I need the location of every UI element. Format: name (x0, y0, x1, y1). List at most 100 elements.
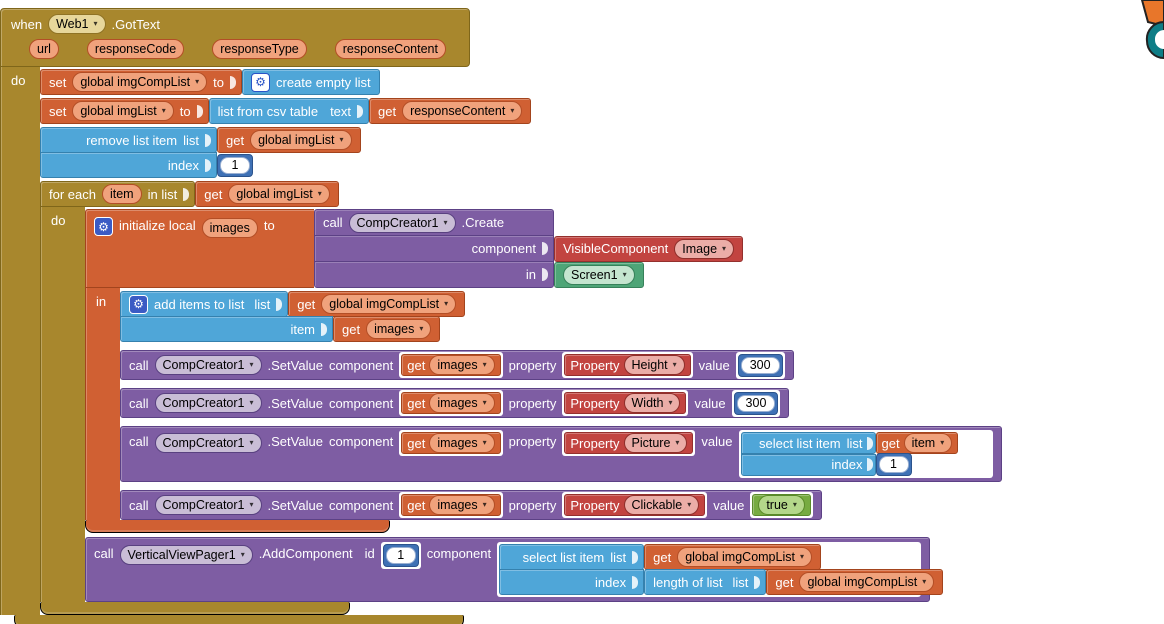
select-list-item-block[interactable]: select list item list get (499, 544, 944, 595)
variable-dropdown[interactable]: images ▾ (366, 319, 432, 339)
variable-dropdown[interactable]: global imgCompList ▾ (677, 547, 812, 567)
get-global-imgcomplist-block[interactable]: get global imgCompList ▾ (644, 544, 821, 570)
number-field[interactable]: 300 (740, 356, 780, 374)
gear-icon[interactable]: ⚙ (129, 294, 148, 314)
number-field[interactable]: 1 (385, 547, 416, 564)
compcreator-create-block[interactable]: call CompCreator1 ▾ .Create (314, 209, 744, 288)
do-spine: do (40, 207, 85, 602)
get-images-block[interactable]: get images ▾ (401, 494, 501, 516)
gear-icon[interactable]: ⚙ (250, 72, 270, 92)
dropdown-arrow-icon: ▾ (675, 438, 680, 447)
variable-dropdown[interactable]: global imgCompList ▾ (321, 294, 457, 314)
get-global-imglist-block[interactable]: get global imgList ▾ (195, 181, 339, 207)
get-images-block[interactable]: get images ▾ (401, 432, 501, 454)
dropdown-arrow-icon: ▾ (722, 243, 727, 253)
number-block[interactable]: 300 (733, 391, 779, 415)
variable-dropdown[interactable]: images ▾ (429, 433, 495, 453)
socket-notch (542, 268, 548, 281)
socket-notch (866, 458, 873, 471)
number-block[interactable]: 300 (737, 353, 783, 377)
component-dropdown[interactable]: CompCreator1 ▾ (154, 433, 262, 453)
screen-dropdown[interactable]: Screen1 ▾ (563, 264, 635, 285)
component-dropdown[interactable]: CompCreator1 ▾ (154, 393, 262, 413)
variable-dropdown[interactable]: global imgList ▾ (250, 130, 352, 150)
component-dropdown[interactable]: CompCreator1 ▾ (348, 212, 456, 233)
list-from-csv-table-block[interactable]: list from csv table text (208, 98, 370, 124)
screen1-block[interactable]: Screen1 ▾ (554, 261, 644, 288)
for-each-block[interactable]: for each item in list get global i (40, 181, 1002, 615)
local-variable-pill[interactable]: images (201, 218, 258, 238)
variable-dropdown[interactable]: global imgList ▾ (72, 101, 174, 121)
component-type-dropdown[interactable]: Image ▾ (674, 238, 735, 259)
get-global-imglist-block[interactable]: get global imgList ▾ (217, 127, 361, 153)
number-block[interactable]: 1 (382, 544, 419, 567)
param-pill-responsecontent[interactable]: responseContent (334, 39, 446, 59)
dropdown-arrow-icon: ▾ (940, 438, 945, 447)
pager-addcomponent-block[interactable]: call VerticalViewPager1 ▾ .AddComponent … (85, 537, 944, 602)
setvalue-clickable-block[interactable]: call CompCreator1 ▾ .SetValue component (120, 490, 822, 520)
get-images-block[interactable]: get images ▾ (401, 392, 501, 414)
setvalue-picture-block[interactable]: call CompCreator1 ▾ .SetValue component (120, 426, 1002, 482)
logic-true-block[interactable]: true ▾ (752, 494, 811, 516)
number-field[interactable]: 1 (878, 456, 909, 473)
get-item-block[interactable]: get item ▾ (875, 432, 959, 454)
property-clickable-block[interactable]: Property Clickable ▾ (564, 494, 706, 516)
param-pill-responsecode[interactable]: responseCode (86, 39, 185, 59)
logic-dropdown[interactable]: true ▾ (758, 495, 805, 515)
property-width-block[interactable]: Property Width ▾ (564, 392, 687, 414)
setvalue-width-block[interactable]: call CompCreator1 ▾ .SetValue component (120, 388, 790, 418)
variable-dropdown[interactable]: images ▾ (429, 393, 495, 413)
select-list-item-block[interactable]: select list item list (740, 432, 959, 476)
component-dropdown[interactable]: Web1 ▾ (48, 14, 106, 34)
property-height-block[interactable]: Property Height ▾ (564, 354, 691, 376)
component-dropdown[interactable]: VerticalViewPager1 ▾ (119, 545, 253, 565)
visiblecomponent-image-block[interactable]: VisibleComponent Image ▾ (554, 235, 744, 262)
param-pill-url[interactable]: url (29, 39, 59, 59)
number-block[interactable]: 1 (875, 453, 912, 476)
create-empty-list-block[interactable]: ⚙ create empty list (241, 69, 380, 95)
length-of-list-block[interactable]: length of list list (644, 569, 767, 595)
component-dropdown[interactable]: CompCreator1 ▾ (154, 355, 262, 375)
initialize-local-block[interactable]: ⚙ initialize local images to (85, 209, 1002, 533)
property-dropdown[interactable]: Picture ▾ (623, 433, 688, 453)
number-block[interactable]: 1 (217, 153, 253, 177)
variable-dropdown[interactable]: global imgCompList ▾ (72, 72, 208, 92)
variable-dropdown[interactable]: images ▾ (429, 355, 495, 375)
set-imgcomplist-block[interactable]: set global imgCompList ▾ to ⚙ create emp… (40, 69, 380, 95)
get-images-block[interactable]: get images ▾ (401, 354, 501, 376)
add-items-to-list-block[interactable]: ⚙ add items to list list get (120, 291, 466, 342)
loop-variable-pill[interactable]: item (101, 184, 142, 204)
get-global-imgcomplist-block[interactable]: get global imgCompList ▾ (766, 569, 944, 595)
dropdown-arrow-icon: ▾ (249, 500, 254, 509)
variable-dropdown[interactable]: global imgList ▾ (228, 184, 330, 204)
property-dropdown[interactable]: Clickable ▾ (623, 495, 700, 515)
property-picture-block[interactable]: Property Picture ▾ (564, 432, 694, 454)
setvalue-height-block[interactable]: call CompCreator1 ▾ .SetValue component (120, 350, 794, 380)
in-label: in (96, 294, 107, 309)
number-field[interactable]: 300 (736, 394, 776, 412)
variable-dropdown[interactable]: responseContent ▾ (402, 101, 523, 121)
property-dropdown[interactable]: Width ▾ (623, 393, 681, 413)
set-imglist-block[interactable]: set global imgList ▾ to list from csv ta… (40, 98, 532, 124)
number-field[interactable]: 1 (220, 156, 250, 174)
when-block-header[interactable]: when Web1 ▾ .GotText url responseCode re… (0, 8, 470, 67)
variable-dropdown[interactable]: images ▾ (429, 495, 495, 515)
get-responsecontent-block[interactable]: get responseContent ▾ (369, 98, 532, 124)
do-label: do (51, 213, 66, 228)
remove-list-item-block[interactable]: remove list item list get global imgList… (40, 127, 361, 178)
variable-dropdown[interactable]: item ▾ (903, 433, 953, 453)
component-dropdown[interactable]: CompCreator1 ▾ (154, 495, 262, 515)
socket-notch (196, 104, 203, 118)
dropdown-arrow-icon: ▾ (249, 438, 254, 447)
dropdown-arrow-icon: ▾ (419, 324, 424, 333)
gear-icon[interactable]: ⚙ (94, 217, 113, 236)
param-pill-responsetype[interactable]: responseType (212, 39, 307, 59)
get-global-imgcomplist-block[interactable]: get global imgCompList ▾ (288, 291, 466, 317)
get-images-block[interactable]: get images ▾ (333, 316, 441, 342)
dropdown-arrow-icon: ▾ (317, 189, 322, 198)
when-gottext-block[interactable]: when Web1 ▾ .GotText url responseCode re… (0, 8, 1002, 624)
dropdown-arrow-icon: ▾ (482, 398, 487, 407)
property-dropdown[interactable]: Height ▾ (623, 355, 685, 375)
variable-dropdown[interactable]: global imgCompList ▾ (799, 572, 935, 592)
